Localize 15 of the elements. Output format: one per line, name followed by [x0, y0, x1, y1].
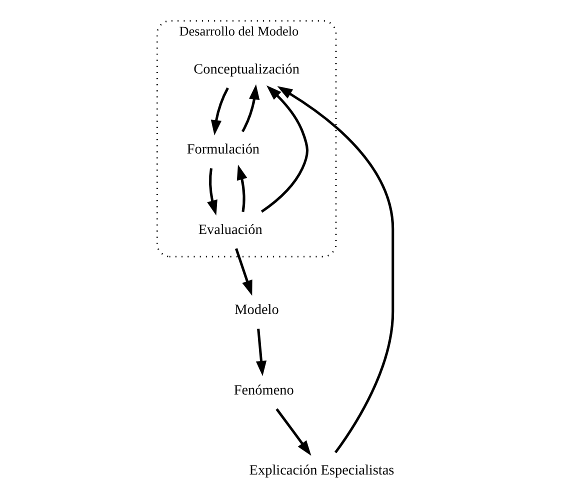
arrow [240, 84, 260, 132]
node-text: Fenómeno [233, 382, 294, 398]
node-text: Evaluación [198, 222, 262, 238]
node-text: Modelo [234, 302, 278, 318]
arrow [236, 164, 247, 212]
arrow [260, 85, 308, 213]
arrow [206, 168, 217, 216]
arrow [276, 86, 394, 454]
arrow [275, 408, 311, 456]
node-text: Formulación [186, 142, 260, 158]
arrow [255, 328, 266, 376]
arrow [234, 248, 252, 296]
node-text: Explicación Especialistas [248, 462, 394, 479]
arrow [210, 87, 228, 136]
node-text: Conceptualización [193, 61, 299, 78]
